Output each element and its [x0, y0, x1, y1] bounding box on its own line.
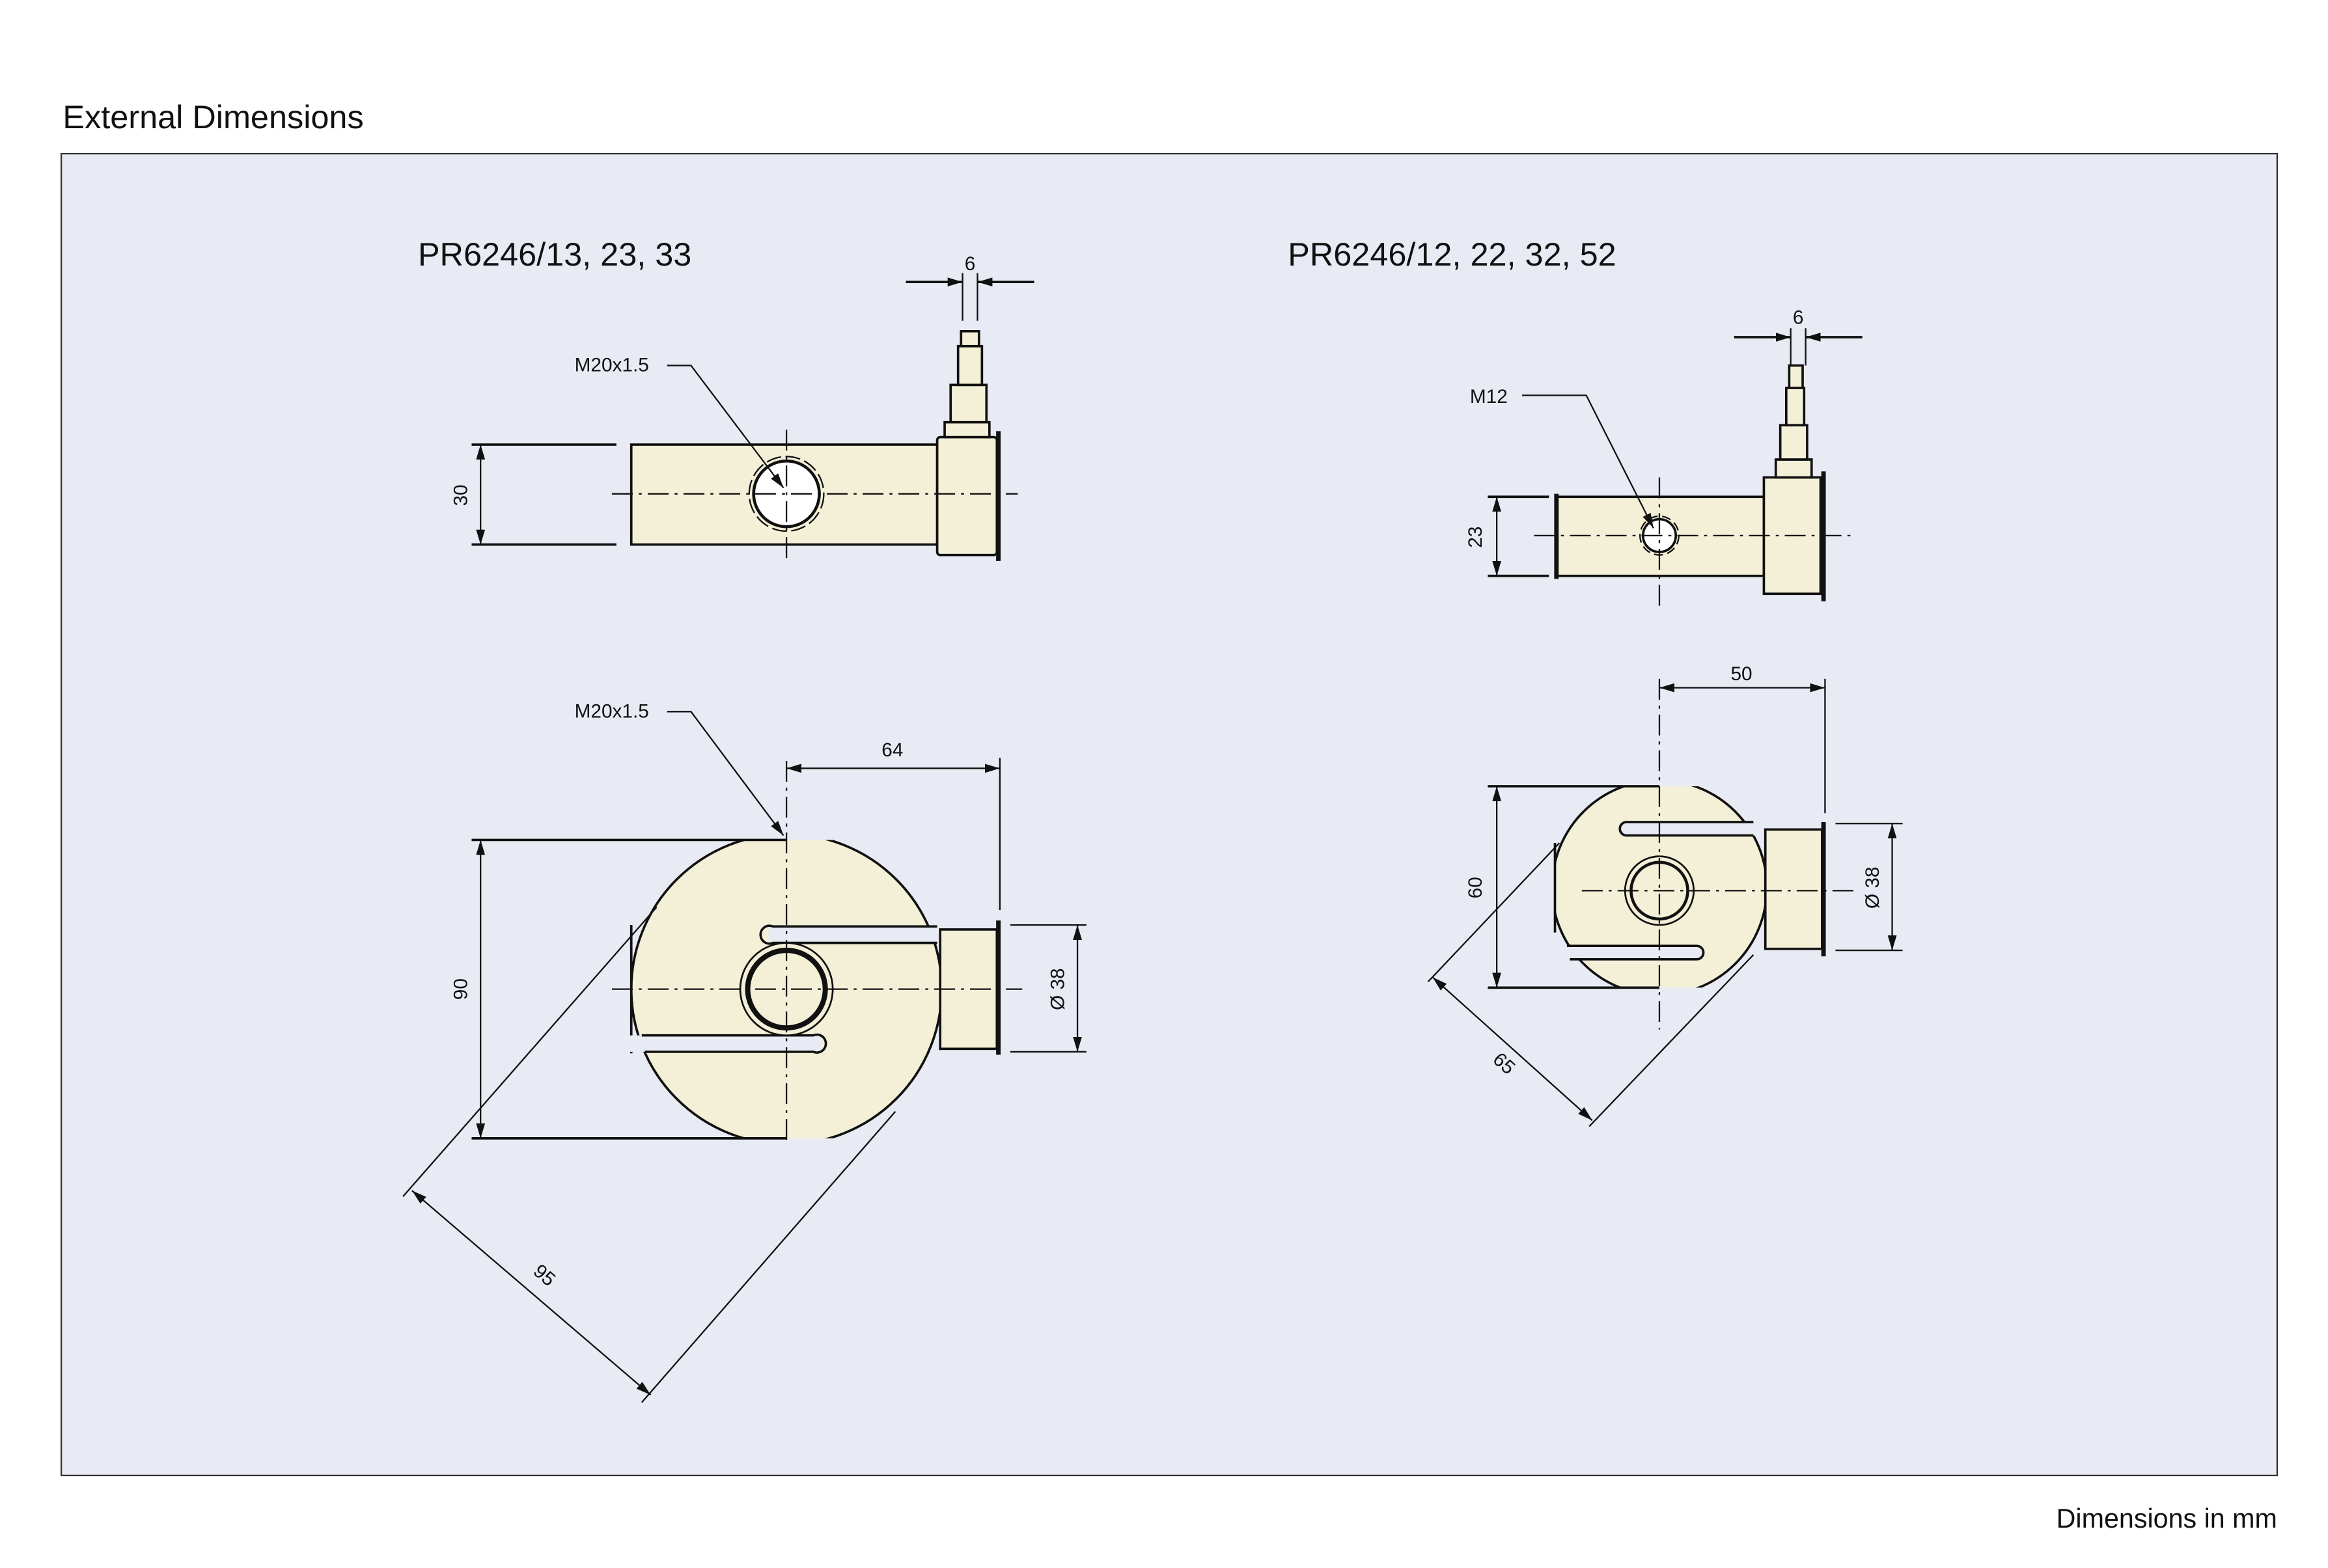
left-dim-connector: 6	[965, 253, 976, 275]
right-side-view: 6 23 M12	[1465, 307, 1863, 609]
right-thread-label: M12	[1470, 386, 1508, 407]
right-dim-height: 23	[1465, 527, 1486, 548]
right-front-view: 50 60 65 Ø 38	[1427, 663, 1903, 1127]
left-dim-offset: 64	[881, 739, 903, 761]
left-front-view: 64 90 95 Ø 38 M20x1.5	[402, 701, 1087, 1403]
right-dim-connector: 6	[1793, 307, 1804, 328]
left-dim-height: 30	[450, 484, 472, 506]
left-side-view: 6 30 M20x1.5	[450, 253, 1034, 561]
right-dim-total-height: 60	[1465, 877, 1486, 898]
right-dim-diameter: Ø 38	[1862, 867, 1883, 909]
left-model-drawing: PR6246/13, 23, 33 6 30 M	[402, 236, 1087, 1403]
section-title: External Dimensions	[62, 98, 363, 135]
left-dim-total-height: 90	[450, 978, 472, 1000]
right-dim-offset: 50	[1730, 663, 1752, 685]
left-thread-label-bottom: M20x1.5	[575, 701, 649, 722]
left-thread-label-top: M20x1.5	[575, 355, 649, 376]
right-model-drawing: PR6246/12, 22, 32, 52 6 23 M12	[1288, 236, 1903, 1127]
left-dim-diameter: Ø 38	[1047, 968, 1068, 1010]
units-note: Dimensions in mm	[2057, 1504, 2277, 1534]
right-model-label: PR6246/12, 22, 32, 52	[1288, 236, 1616, 273]
left-model-label: PR6246/13, 23, 33	[418, 236, 691, 273]
drawing-panel	[60, 152, 2279, 1477]
